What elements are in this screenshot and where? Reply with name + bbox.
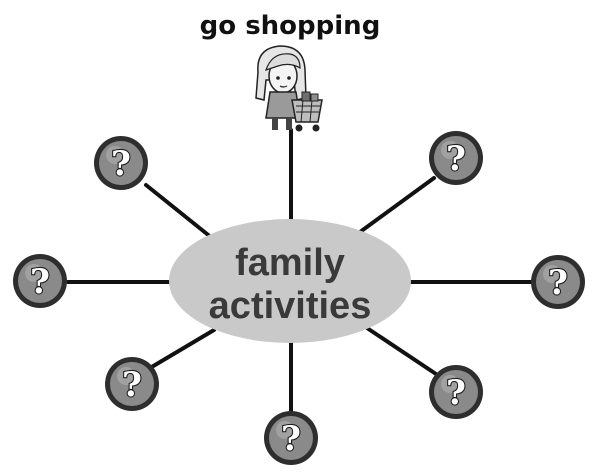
unknown-activity-marker: ? [548, 263, 568, 303]
center-node: family activities [169, 219, 411, 343]
question-mark-bubble-icon: ? [105, 357, 159, 411]
girl-with-shopping-cart-icon [255, 45, 323, 132]
unknown-activity-marker: ? [446, 139, 466, 179]
question-mark-bubble-icon: ? [429, 365, 483, 419]
question-mark-bubble-icon: ? [531, 255, 585, 309]
unknown-activity-marker: ? [30, 262, 50, 302]
connector-lower-left [148, 328, 216, 370]
unknown-activity-marker: ? [122, 365, 142, 405]
question-mark-bubble-icon: ? [94, 136, 148, 190]
question-mark-bubble-icon: ? [264, 411, 318, 465]
connector-upper-right [358, 176, 436, 234]
activity-label-go-shopping: go shopping [200, 11, 381, 41]
center-label-line2: activities [209, 285, 372, 327]
activity-node-go-shopping: go shopping [200, 11, 381, 132]
unknown-activity-marker: ? [111, 144, 131, 184]
connector-lines [66, 128, 534, 414]
question-mark-bubble-icon: ? [429, 131, 483, 185]
center-ellipse [169, 219, 411, 343]
connector-upper-left [144, 183, 214, 240]
question-mark-bubble-icon: ? [13, 254, 67, 308]
connector-lower-right [362, 324, 438, 376]
center-label-line1: family [235, 242, 345, 284]
unknown-activity-marker: ? [446, 373, 466, 413]
unknown-activity-marker: ? [281, 419, 301, 459]
unknown-activity-nodes: ? ? ? ? [13, 131, 585, 465]
